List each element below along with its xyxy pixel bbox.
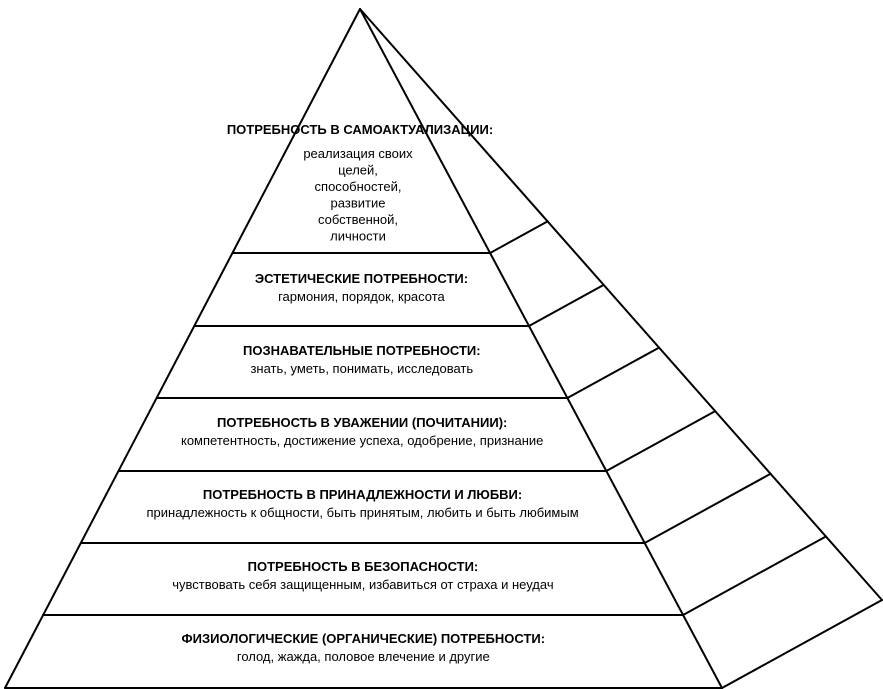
level-description: способностей, xyxy=(315,179,402,194)
level-title: ПОТРЕБНОСТЬ В САМОАКТУАЛИЗАЦИИ: xyxy=(227,122,493,137)
pyramid-labels: ПОТРЕБНОСТЬ В САМОАКТУАЛИЗАЦИИ: реализаци… xyxy=(146,122,578,664)
pyramid-base-side xyxy=(721,599,883,689)
level-description: принадлежность к общности, быть принятым… xyxy=(146,505,578,520)
level-description: знать, уметь, понимать, исследовать xyxy=(250,361,473,376)
level-divider-side xyxy=(566,346,661,399)
level-description: компетентность, достижение успеха, одобр… xyxy=(181,433,543,448)
level-divider-side xyxy=(682,535,827,616)
level-description: собственной, xyxy=(318,212,398,227)
level-title: ЭСТЕТИЧЕСКИЕ ПОТРЕБНОСТИ: xyxy=(255,271,468,286)
pyramid-level: ФИЗИОЛОГИЧЕСКИЕ (ОРГАНИЧЕСКИЕ) ПОТРЕБНОС… xyxy=(182,631,546,664)
pyramid-level: ЭСТЕТИЧЕСКИЕ ПОТРЕБНОСТИ: гармония, поряд… xyxy=(255,271,468,304)
level-divider-side xyxy=(643,472,772,544)
level-divider-side xyxy=(528,283,605,327)
pyramid-front-right-edge xyxy=(359,8,723,689)
level-description: целей, xyxy=(338,163,378,178)
level-title: ПОТРЕБНОСТЬ В БЕЗОПАСНОСТИ: xyxy=(248,559,479,574)
level-divider-side xyxy=(489,220,549,254)
pyramid-level: ПОТРЕБНОСТЬ В УВАЖЕНИИ (ПОЧИТАНИИ): компе… xyxy=(181,415,543,448)
level-description: развитие xyxy=(331,196,386,211)
pyramid-level: ПОТРЕБНОСТЬ В САМОАКТУАЛИЗАЦИИ: реализаци… xyxy=(227,122,493,244)
level-divider-side xyxy=(605,410,717,472)
pyramid-level: ПОТРЕБНОСТЬ В ПРИНАДЛЕЖНОСТИ И ЛЮБВИ: при… xyxy=(146,487,578,520)
level-description: голод, жажда, половое влечение и другие xyxy=(237,649,490,664)
level-title: ПОТРЕБНОСТЬ В УВАЖЕНИИ (ПОЧИТАНИИ): xyxy=(217,415,507,430)
level-description: личности xyxy=(330,229,386,244)
level-title: ПОТРЕБНОСТЬ В ПРИНАДЛЕЖНОСТИ И ЛЮБВИ: xyxy=(203,487,522,502)
level-title: ПОЗНАВАТЕЛЬНЫЕ ПОТРЕБНОСТИ: xyxy=(243,343,481,358)
pyramid-left-edge xyxy=(4,8,361,689)
level-description: чувствовать себя защищенным, избавиться … xyxy=(172,577,553,592)
level-description: гармония, порядок, красота xyxy=(278,289,445,304)
pyramid-level: ПОЗНАВАТЕЛЬНЫЕ ПОТРЕБНОСТИ: знать, уметь,… xyxy=(243,343,481,376)
pyramid-level: ПОТРЕБНОСТЬ В БЕЗОПАСНОСТИ: чувствовать с… xyxy=(172,559,553,592)
pyramid-back-right-edge xyxy=(359,8,883,601)
level-title: ФИЗИОЛОГИЧЕСКИЕ (ОРГАНИЧЕСКИЕ) ПОТРЕБНОС… xyxy=(182,631,546,646)
level-description: реализация своих xyxy=(303,146,413,161)
pyramid-outline xyxy=(4,8,883,689)
